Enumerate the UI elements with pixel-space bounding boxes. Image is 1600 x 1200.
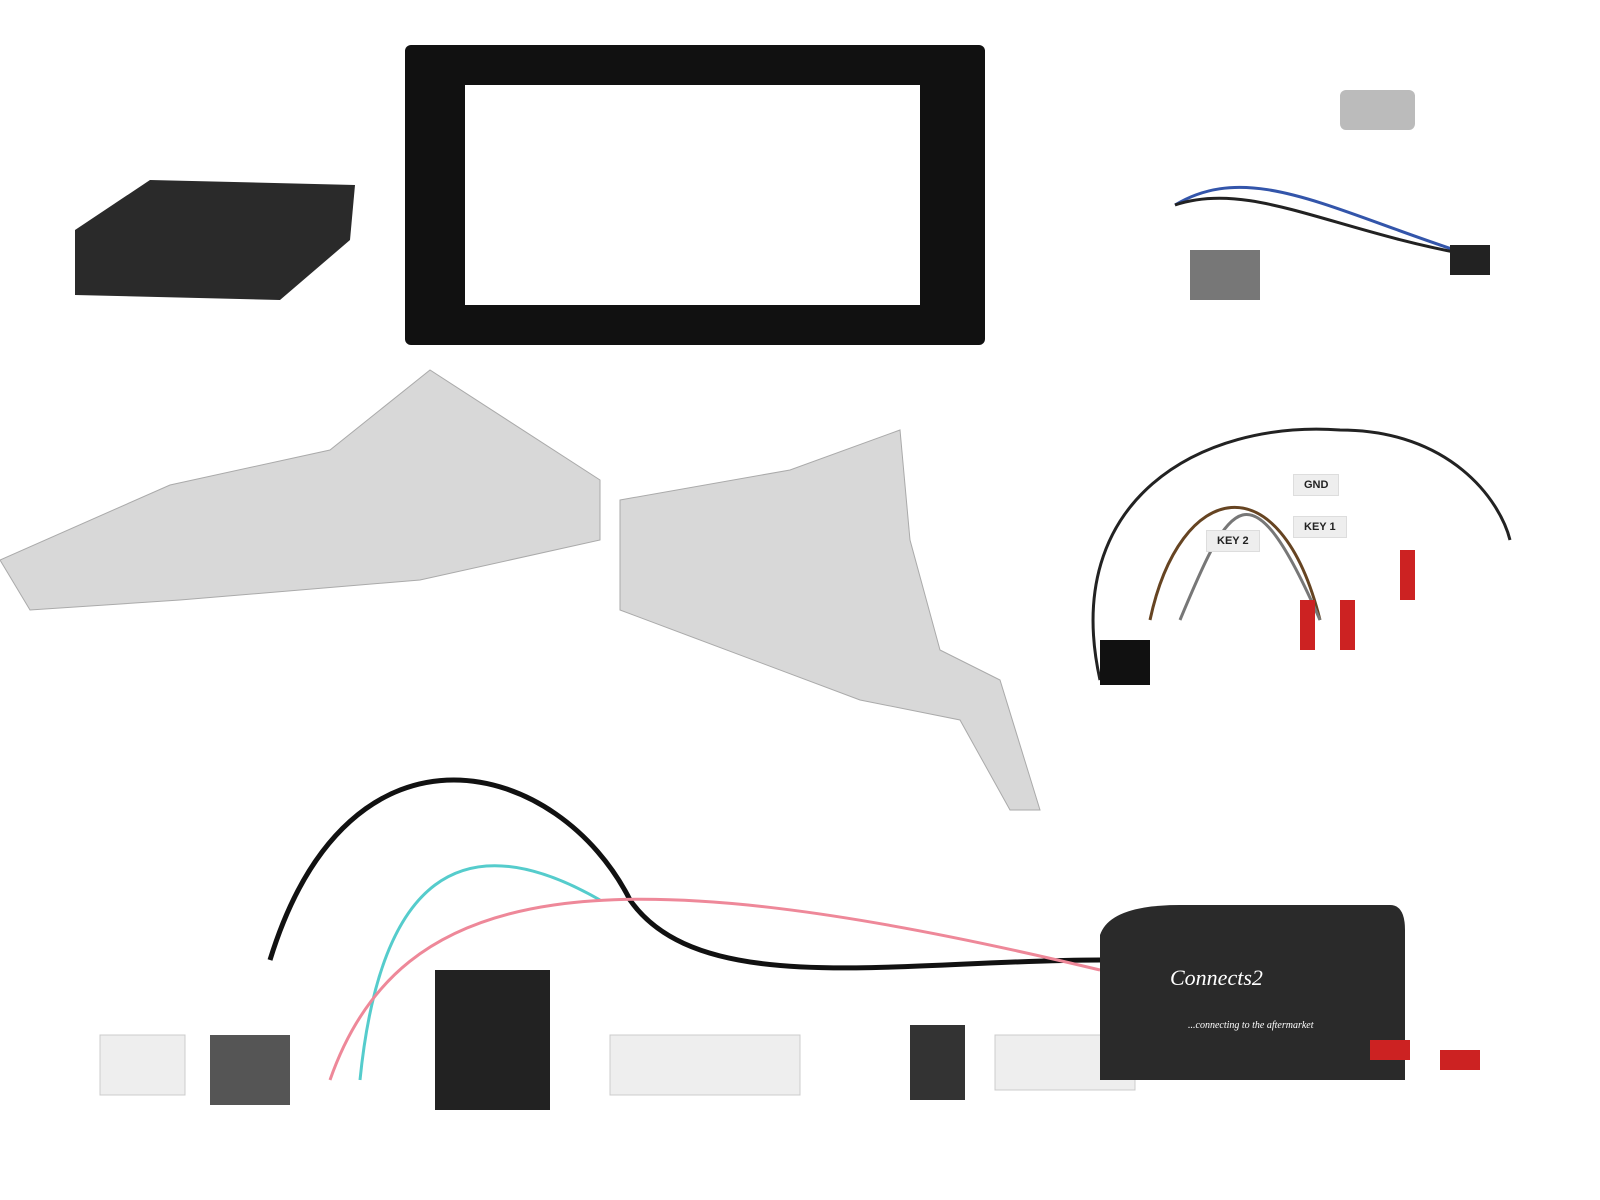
mounting-cage [75, 180, 355, 300]
usb-connector [210, 1035, 290, 1105]
antenna-adapter [1340, 90, 1415, 130]
key2-label: KEY 2 [1206, 530, 1260, 552]
left-bracket [0, 369, 601, 611]
iso-connector [435, 970, 550, 1110]
harness-plug [1100, 640, 1150, 685]
gnd-label: GND [1293, 474, 1340, 496]
vehicle-connector [609, 1034, 801, 1096]
antenna-connector [1190, 250, 1260, 300]
key1-label: KEY 1 [1293, 516, 1347, 538]
brand-tagline: ...connecting to the aftermarket [1188, 1020, 1314, 1031]
interface-box [1100, 905, 1405, 1080]
brand-logo: Connects2 [1170, 965, 1263, 990]
right-bracket [619, 429, 1041, 811]
